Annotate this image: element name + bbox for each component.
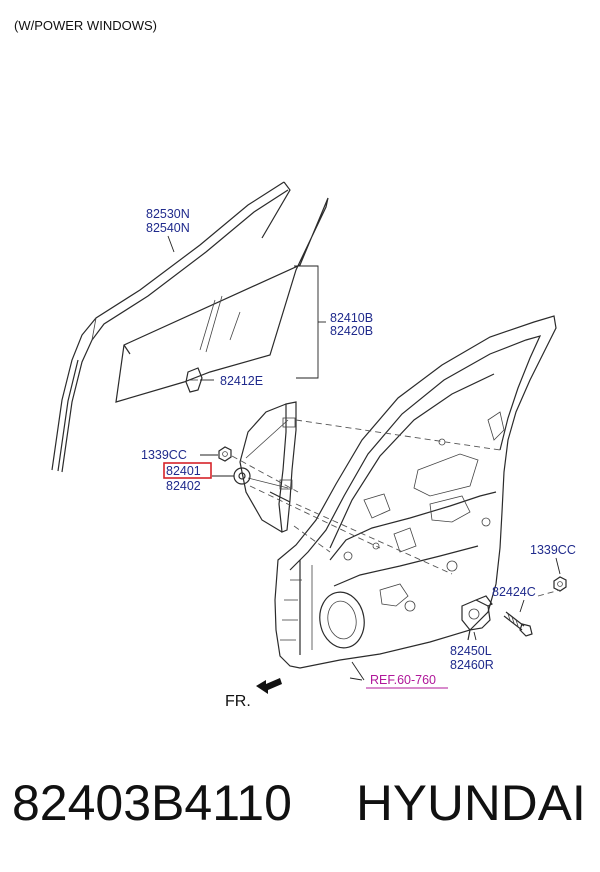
window-regulator-drawing xyxy=(233,401,297,533)
callout-82402: 82402 xyxy=(166,479,201,493)
callout-82460r: 82460R xyxy=(450,658,494,672)
part-number: 82403B4110 xyxy=(12,775,292,831)
callout-82530n: 82530N xyxy=(146,207,190,221)
callout-82412e: 82412E xyxy=(220,374,263,388)
assembly-lines xyxy=(231,419,561,597)
callout-82401: 82401 xyxy=(166,464,201,478)
reference-label: REF.60-760 xyxy=(370,673,436,687)
callout-82424c: 82424C xyxy=(492,585,536,599)
callout-1339cc-right: 1339CC xyxy=(530,543,576,557)
front-indicator-label: FR. xyxy=(225,693,251,710)
leader-lines xyxy=(167,235,561,681)
run-channel-drawing xyxy=(51,181,291,473)
bolt-drawing xyxy=(503,611,533,637)
door-glass-drawing xyxy=(115,197,329,403)
highlight-box xyxy=(163,462,212,479)
brand-name: HYUNDAI xyxy=(356,775,586,831)
callout-1339cc-left: 1339CC xyxy=(141,448,187,462)
front-arrow-icon xyxy=(256,678,282,694)
nut-left-drawing xyxy=(218,446,232,462)
callout-82450l: 82450L xyxy=(450,644,492,658)
door-panel-drawing xyxy=(274,315,557,669)
callout-82540n: 82540N xyxy=(146,221,190,235)
callout-82410b: 82410B xyxy=(330,311,373,325)
regulator-motor-drawing xyxy=(461,595,493,641)
callout-82420b: 82420B xyxy=(330,324,373,338)
diagram-header: (W/POWER WINDOWS) xyxy=(14,18,157,33)
nut-right-drawing xyxy=(553,576,567,592)
